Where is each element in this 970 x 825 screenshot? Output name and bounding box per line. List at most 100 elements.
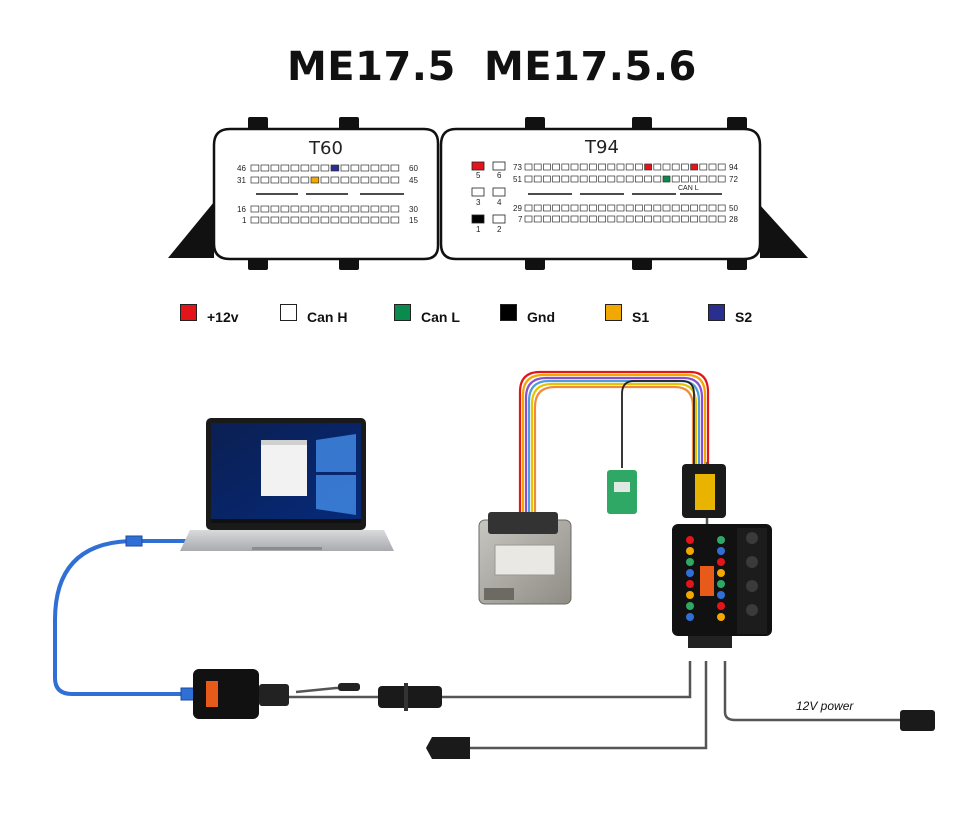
pin-cell	[625, 204, 634, 212]
pin-cell	[579, 204, 588, 212]
ecu-module-icon	[478, 512, 572, 605]
pin-cell	[280, 216, 290, 224]
pin-label: 46	[237, 164, 246, 173]
pin-label: 50	[729, 204, 738, 213]
pin-cell	[589, 204, 597, 212]
pin-cell	[662, 175, 671, 183]
pin-cell	[340, 205, 350, 213]
pin-cell	[579, 175, 588, 183]
jack	[717, 602, 725, 610]
wire	[518, 370, 710, 520]
pin-cell	[561, 215, 570, 223]
pin-cell	[607, 204, 616, 212]
legend-swatch	[605, 304, 622, 321]
pin-cell	[300, 176, 310, 184]
legend-label: Gnd	[527, 309, 555, 325]
pin-cell	[300, 205, 310, 213]
pin-cell	[598, 175, 606, 183]
pin-cell	[681, 175, 689, 183]
jack	[686, 558, 694, 566]
pin-cell	[380, 176, 390, 184]
breakout-jacks	[686, 536, 725, 621]
pin-cell	[330, 176, 340, 184]
pin-cell	[607, 163, 616, 171]
pin-cell	[570, 204, 579, 212]
ecu-title-me17-5: ME17.5	[287, 44, 456, 90]
pin-cell	[543, 204, 551, 212]
pin-label: 5	[476, 171, 481, 180]
pin-cell	[552, 163, 560, 171]
pin-cell	[290, 176, 300, 184]
pin-cell	[699, 175, 708, 183]
pin-cell	[653, 204, 662, 212]
pin-cell	[390, 205, 400, 213]
pin-cell	[690, 175, 698, 183]
breakout-buttons	[746, 532, 758, 616]
pin-cell	[543, 175, 551, 183]
pin-cell	[370, 176, 380, 184]
pin-cell	[310, 164, 320, 172]
pin-cell	[579, 215, 588, 223]
pin-cell	[570, 175, 579, 183]
power-plug-icon	[900, 710, 935, 731]
wire	[527, 379, 701, 520]
pin-cell	[589, 175, 597, 183]
pin-cell	[330, 164, 340, 172]
jack	[717, 536, 725, 544]
pin-cell	[671, 175, 680, 183]
pin-label: 28	[729, 215, 738, 224]
pin-cell	[635, 163, 643, 171]
probe-lead	[621, 380, 695, 468]
pin-cell	[360, 176, 370, 184]
usb-plug-icon	[125, 535, 143, 547]
pin-cell	[360, 216, 370, 224]
pin-cell	[625, 175, 634, 183]
pin-cell	[616, 163, 625, 171]
pin-cell	[260, 164, 270, 172]
legend-label: Can H	[307, 309, 348, 325]
pin-cell	[280, 176, 290, 184]
pin-cell	[270, 205, 280, 213]
pin-cell	[653, 175, 662, 183]
pin-cell	[390, 216, 400, 224]
pin-cell	[699, 215, 708, 223]
power-caption: 12V power	[796, 699, 854, 713]
pin-cell	[270, 176, 280, 184]
pin-label: 3	[476, 198, 481, 207]
right-mount-wedge	[760, 205, 808, 258]
pin-cell	[625, 163, 634, 171]
pin-cell	[570, 163, 579, 171]
pin-cell	[708, 175, 717, 183]
pin-cell	[533, 215, 542, 223]
pin-cell	[350, 176, 360, 184]
pin-cell	[644, 204, 652, 212]
pin-cell	[320, 205, 330, 213]
pin-cell	[644, 215, 652, 223]
pin-cell	[653, 215, 662, 223]
wire	[524, 376, 704, 520]
pin-cell	[607, 215, 616, 223]
plug-end-icon	[338, 683, 360, 691]
pin-cell	[320, 164, 330, 172]
pin-label: 94	[729, 163, 738, 172]
pin-cell	[662, 215, 671, 223]
pin-cell	[570, 215, 579, 223]
pin-label: 60	[409, 164, 418, 173]
legend-swatch	[708, 304, 725, 321]
pin-cell	[340, 216, 350, 224]
jack	[717, 580, 725, 588]
pin-cell	[290, 164, 300, 172]
pin-cell	[635, 204, 643, 212]
pin-cell	[370, 216, 380, 224]
pin-cell	[280, 164, 290, 172]
connector-t60-label: T60	[308, 138, 343, 159]
pin-cell	[662, 163, 671, 171]
pin-cell	[616, 175, 625, 183]
pin-cell	[681, 215, 689, 223]
adapter-board-icon	[607, 470, 637, 514]
pin-cell	[543, 215, 551, 223]
connector-t94-label: T94	[584, 137, 619, 158]
jack	[686, 547, 694, 555]
jack	[686, 613, 694, 621]
pin-cell	[300, 216, 310, 224]
